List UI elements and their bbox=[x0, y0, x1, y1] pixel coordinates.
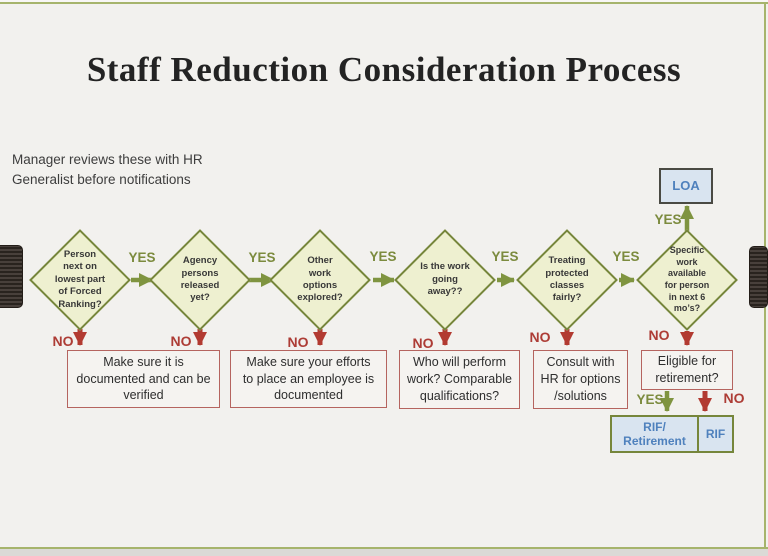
page-title: Staff Reduction Consideration Process bbox=[86, 50, 682, 89]
yes-label-3: YES bbox=[369, 249, 397, 264]
decision-label: Is the work going away?? bbox=[420, 261, 470, 298]
outcome-rif-retirement-line2: Retirement bbox=[623, 434, 686, 448]
decision-work-options: Other work options explored? bbox=[268, 228, 372, 332]
right-binder-clip-icon bbox=[749, 246, 768, 308]
outcome-loa: LOA bbox=[659, 168, 713, 204]
box-eligible-retirement: Eligible for retirement? bbox=[641, 350, 733, 390]
action-consult-hr: Consult with HR for options /solutions bbox=[533, 350, 628, 409]
yes-label-loa: YES bbox=[654, 212, 682, 227]
slide-border-top bbox=[0, 2, 768, 4]
decision-label: Agency persons released yet? bbox=[180, 255, 220, 304]
yes-label-2: YES bbox=[248, 250, 276, 265]
manager-note-line2: Generalist before notifications bbox=[12, 171, 191, 187]
no-label-4: NO bbox=[412, 335, 434, 351]
decision-label: Treating protected classes fairly? bbox=[545, 255, 589, 304]
decision-label: Person next on lowest part of Forced Ran… bbox=[54, 249, 106, 310]
yes-label-retirement: YES bbox=[636, 392, 664, 407]
no-label-rif: NO bbox=[723, 390, 745, 406]
action-document-verified: Make sure it is documented and can be ve… bbox=[67, 350, 220, 408]
yes-label-4: YES bbox=[491, 249, 519, 264]
outcome-rif-retirement: RIF/ Retirement bbox=[610, 415, 699, 453]
decision-label: Other work options explored? bbox=[297, 255, 343, 304]
decision-forced-ranking: Person next on lowest part of Forced Ran… bbox=[28, 228, 132, 332]
bottom-margin-strip bbox=[0, 549, 768, 556]
decision-agency-released: Agency persons released yet? bbox=[148, 228, 252, 332]
decision-protected-classes: Treating protected classes fairly? bbox=[515, 228, 619, 332]
no-label-5: NO bbox=[529, 329, 551, 345]
decision-label: Specific work available for person in ne… bbox=[664, 244, 710, 314]
top-margin-strip bbox=[0, 0, 768, 2]
yes-label-1: YES bbox=[128, 250, 156, 265]
outcome-loa-label: LOA bbox=[672, 178, 700, 194]
action-document-efforts: Make sure your efforts to place an emplo… bbox=[230, 350, 387, 408]
manager-note: Manager reviews these with HR Generalist… bbox=[12, 150, 203, 189]
no-label-6: NO bbox=[648, 327, 670, 343]
action-who-performs-work: Who will perform work? Comparable qualif… bbox=[399, 350, 520, 409]
no-label-3: NO bbox=[287, 334, 309, 350]
decision-specific-work: Specific work available for person in ne… bbox=[635, 228, 739, 332]
manager-note-line1: Manager reviews these with HR bbox=[12, 152, 203, 167]
decision-work-going-away: Is the work going away?? bbox=[393, 228, 497, 332]
outcome-rif: RIF bbox=[697, 415, 734, 453]
no-label-2: NO bbox=[170, 333, 192, 349]
yes-label-5: YES bbox=[612, 249, 640, 264]
outcome-rif-retirement-line1: RIF/ bbox=[643, 419, 666, 434]
left-binder-clip-icon bbox=[0, 245, 23, 308]
outcome-rif-label: RIF bbox=[705, 426, 726, 441]
no-label-1: NO bbox=[52, 333, 74, 349]
slide-border-bottom bbox=[0, 547, 768, 549]
